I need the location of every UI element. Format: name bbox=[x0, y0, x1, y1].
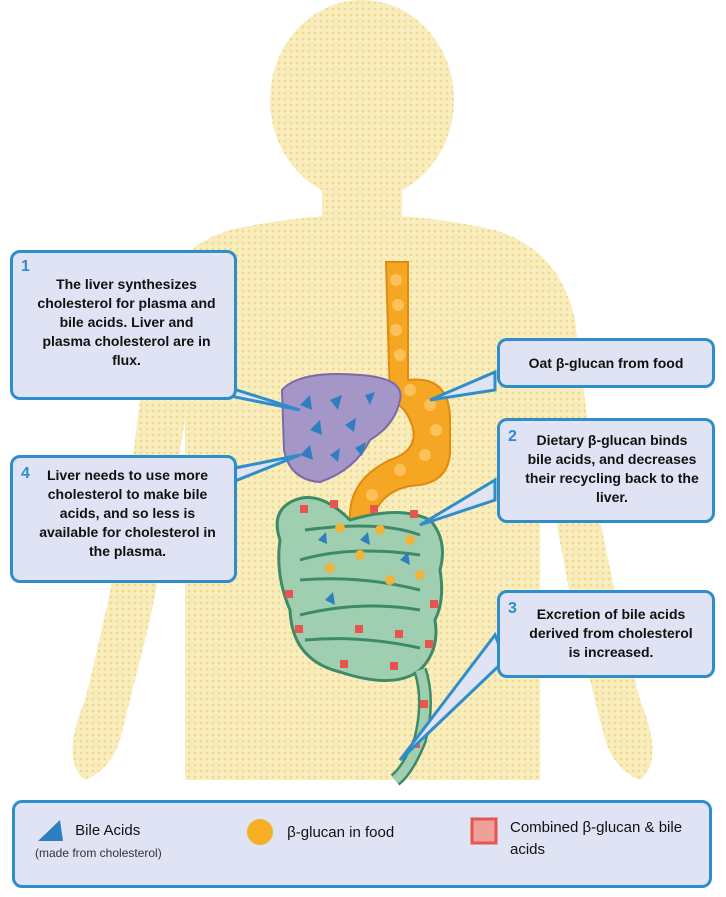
step-number: 1 bbox=[21, 257, 30, 276]
callout-oat-beta-glucan: Oat β-glucan from food bbox=[497, 338, 715, 388]
legend-bile-acids: Bile Acids (made from cholesterol) bbox=[35, 817, 162, 860]
callout-text: Dietary β-glucan binds bile acids, and d… bbox=[500, 421, 712, 507]
legend-combined: Combined β-glucan & bile acids bbox=[470, 817, 700, 861]
legend: Bile Acids (made from cholesterol) β-glu… bbox=[12, 800, 712, 888]
step-number: 4 bbox=[21, 464, 30, 483]
step-number: 2 bbox=[508, 427, 517, 446]
callout-liver-synthesis: 1 The liver synthesizes cholesterol for … bbox=[10, 250, 237, 400]
callout-text: Oat β-glucan from food bbox=[500, 341, 712, 373]
callout-liver-needs: 4 Liver needs to use more cholesterol to… bbox=[10, 455, 237, 583]
blue-triangle-icon bbox=[35, 817, 65, 843]
step-number: 3 bbox=[508, 599, 517, 618]
legend-label: Bile Acids bbox=[75, 822, 140, 839]
legend-label: β-glucan in food bbox=[287, 824, 394, 841]
legend-sublabel: (made from cholesterol) bbox=[35, 846, 162, 860]
callout-excretion: 3 Excretion of bile acids derived from c… bbox=[497, 590, 715, 678]
legend-label: Combined β-glucan & bile acids bbox=[510, 817, 700, 861]
legend-beta-glucan: β-glucan in food bbox=[245, 817, 394, 847]
callout-text: Liver needs to use more cholesterol to m… bbox=[13, 458, 234, 561]
callout-text: The liver synthesizes cholesterol for pl… bbox=[13, 253, 234, 370]
callout-text: Excretion of bile acids derived from cho… bbox=[500, 593, 712, 662]
orange-circle-icon bbox=[245, 817, 275, 847]
callout-dietary-binding: 2 Dietary β-glucan binds bile acids, and… bbox=[497, 418, 715, 523]
red-square-icon bbox=[470, 817, 498, 845]
